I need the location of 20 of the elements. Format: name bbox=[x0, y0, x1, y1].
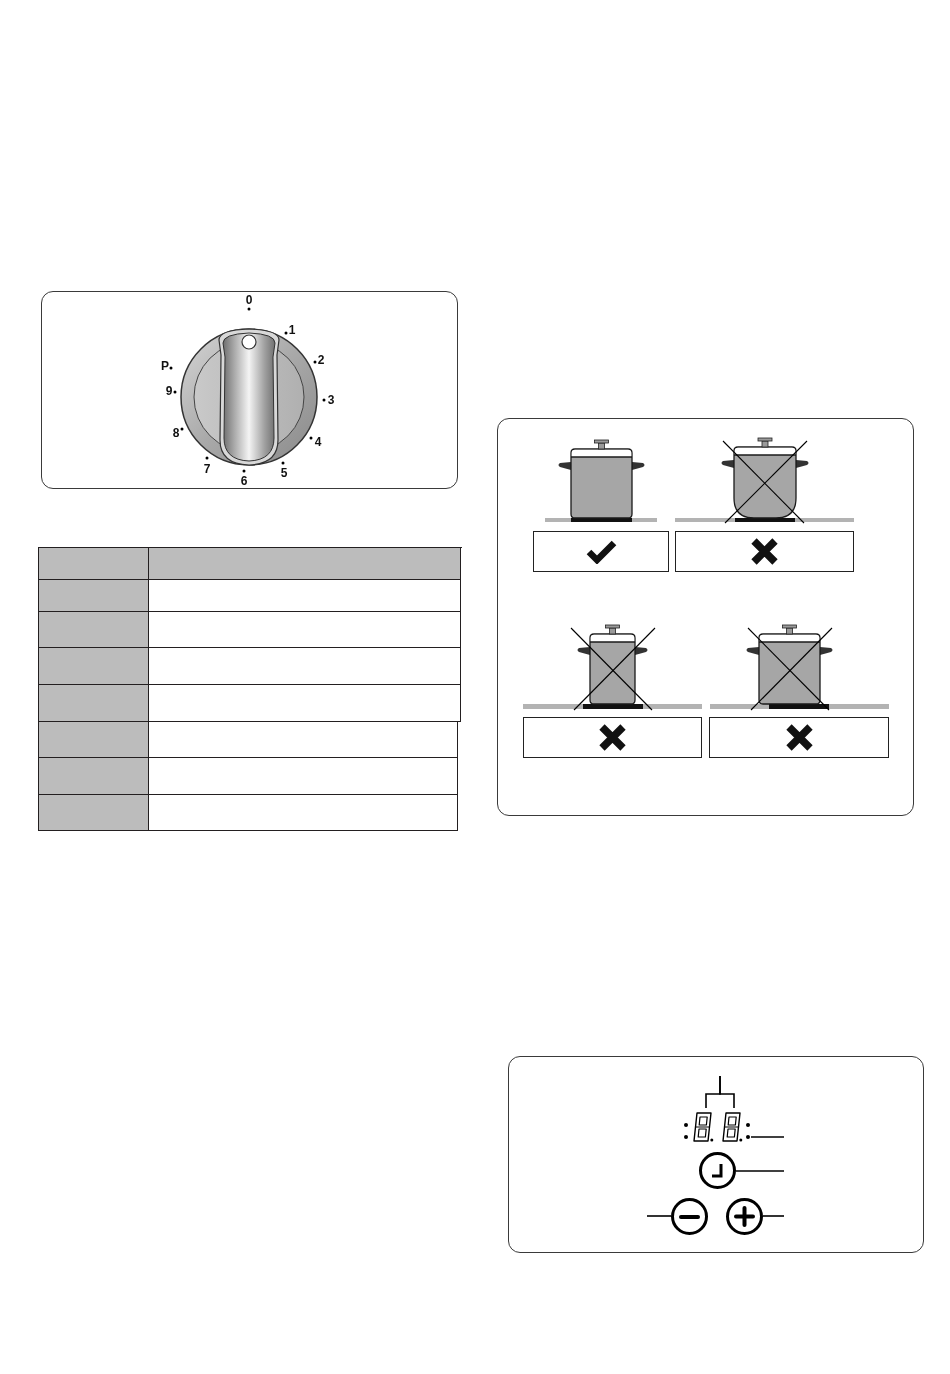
leader-line bbox=[735, 1170, 785, 1172]
minus-button bbox=[671, 1198, 708, 1235]
timer-button bbox=[699, 1152, 736, 1189]
leader-line bbox=[762, 1215, 785, 1217]
dial-number: 7 bbox=[203, 463, 211, 475]
dial-number: 4 bbox=[314, 436, 322, 448]
dial-number: 2 bbox=[317, 354, 325, 366]
dial-number: 6 bbox=[240, 475, 248, 487]
leader-line bbox=[646, 1215, 672, 1217]
leader-line bbox=[719, 1075, 735, 1109]
dial-number: 5 bbox=[280, 467, 288, 479]
plus-button bbox=[726, 1198, 763, 1235]
dial-number: 3 bbox=[327, 394, 335, 406]
dial-number: 1 bbox=[288, 324, 296, 336]
colon-dots-icon bbox=[745, 1121, 751, 1141]
leader-line bbox=[750, 1136, 785, 1138]
dial-number: 8 bbox=[172, 427, 180, 439]
dial-number: 9 bbox=[165, 385, 173, 397]
dial-number: P bbox=[161, 360, 169, 372]
dial-number: 0 bbox=[245, 294, 253, 306]
